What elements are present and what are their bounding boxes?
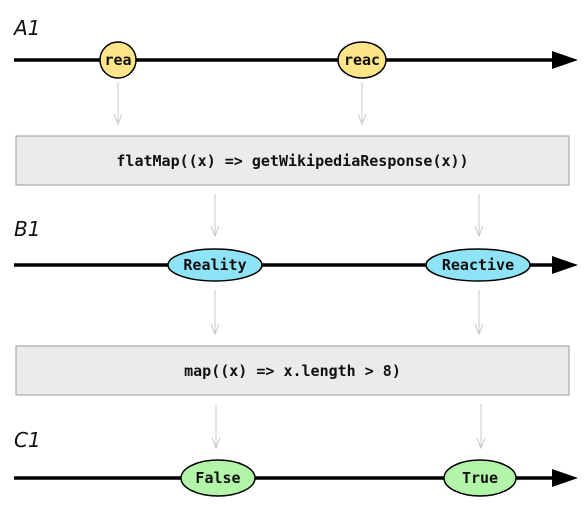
operator-flatmap: flatMap((x) => getWikipediaResponse(x)) — [15, 135, 570, 186]
timeline-a1-arrowhead — [552, 51, 578, 69]
operator-map: map((x) => x.length > 8) — [15, 345, 570, 396]
marble-b1-reality: Reality — [167, 248, 263, 282]
flow-arrow-b1-to-map-right — [474, 290, 484, 336]
timeline-a1 — [14, 51, 578, 69]
operator-map-label: map((x) => x.length > 8) — [184, 362, 401, 380]
operator-flatmap-label: flatMap((x) => getWikipediaResponse(x)) — [116, 152, 468, 170]
marble-b1-reactive: Reactive — [425, 248, 531, 282]
stream-a1-label: A1 — [12, 16, 40, 40]
marble-b1-reality-shape — [167, 248, 263, 282]
marble-c1-true-shape — [443, 459, 517, 497]
marble-c1-true-label: True — [462, 469, 498, 487]
marble-a1-reac-shape — [337, 41, 387, 79]
flow-arrow-map-to-c1-right — [476, 404, 486, 450]
timeline-c1-arrowhead — [552, 469, 578, 487]
flow-arrow-a1-to-flatmap-left — [113, 82, 123, 126]
marble-a1-rea-label: rea — [104, 51, 131, 69]
marble-c1-false-shape — [180, 459, 256, 497]
flow-arrow-a1-to-flatmap-right — [357, 82, 367, 126]
timeline-b1-arrowhead — [552, 256, 578, 274]
operator-flatmap-box — [15, 135, 570, 186]
operator-map-box — [15, 345, 570, 396]
marble-b1-reality-label: Reality — [183, 256, 246, 274]
marble-a1-reac: reac — [337, 41, 387, 79]
marble-a1-rea: rea — [99, 41, 137, 79]
stream-b1-label: B1 — [14, 217, 40, 241]
flow-arrow-flatmap-to-b1-left — [210, 194, 220, 238]
marble-b1-reactive-label: Reactive — [442, 256, 514, 274]
stream-c1-label: C1 — [14, 428, 41, 452]
flow-arrow-flatmap-to-b1-right — [474, 194, 484, 238]
marble-a1-reac-label: reac — [344, 51, 380, 69]
marble-c1-false: False — [180, 459, 256, 497]
marble-a1-rea-shape — [99, 41, 137, 79]
marble-c1-false-label: False — [195, 469, 240, 487]
marble-b1-reactive-shape — [425, 248, 531, 282]
flow-arrow-b1-to-map-left — [210, 290, 220, 336]
marble-c1-true: True — [443, 459, 517, 497]
flow-arrow-map-to-c1-left — [211, 404, 221, 450]
